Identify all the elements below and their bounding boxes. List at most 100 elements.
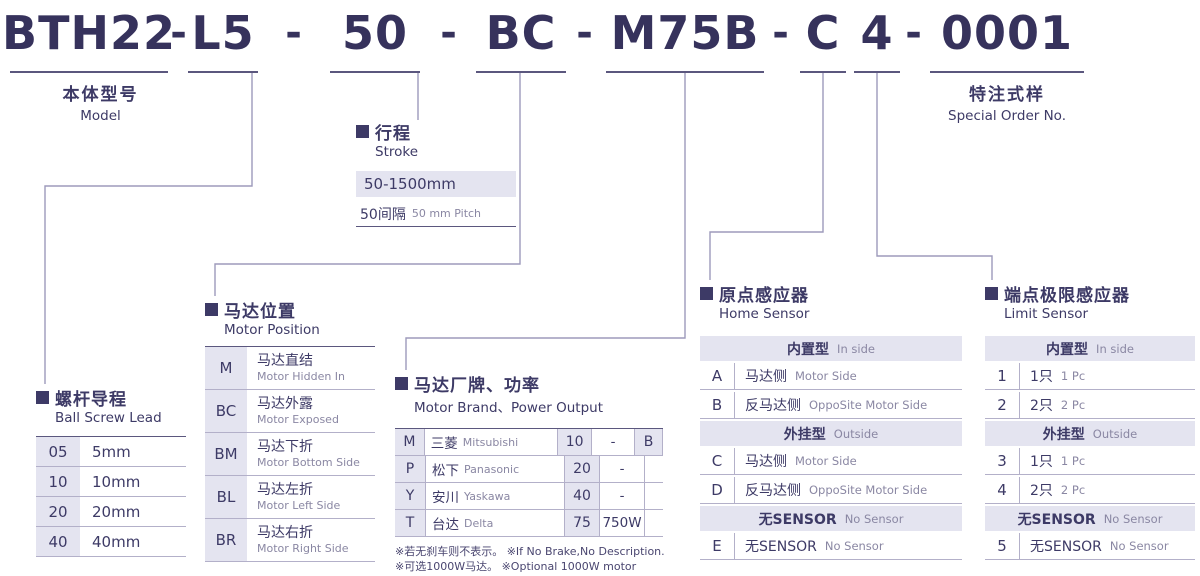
home-sensor-section: 原点感应器 Home Sensor 内置型 In side A 马达侧 Moto… <box>700 282 962 562</box>
value-en: Motor Side <box>795 454 857 468</box>
sensor-row: C 马达侧 Motor Side <box>700 448 962 475</box>
ball-screw-table: 05 5mm 10 10mm 20 20mm 40 40mm <box>36 436 186 557</box>
group-en: In side <box>837 341 875 356</box>
value-cell: 40mm <box>92 532 141 551</box>
motor-brand-title-en: Motor Brand、Power Output <box>414 400 604 416</box>
segment-underline <box>854 71 900 73</box>
motor-brand-section: 马达厂牌、功率 Motor Brand、Power Output M 三菱 Mi… <box>395 372 665 574</box>
connector-home-sensor <box>709 72 824 280</box>
code-cell: B <box>700 392 735 418</box>
segment-underline <box>330 71 420 73</box>
value-zh: 马达下折 <box>257 439 313 455</box>
sensor-row: D 反马达侧 OppoSite Motor Side <box>700 477 962 504</box>
value-zh: 马达侧 <box>745 369 787 385</box>
brand-en: Mitsubishi <box>462 435 519 449</box>
brand-code-cell: Y <box>395 483 426 509</box>
sensor-row: B 反马达侧 OppoSite Motor Side <box>700 392 962 419</box>
power-code-cell: 10 <box>558 429 592 455</box>
motor-brand-table: M 三菱 Mitsubishi 10 - B P 松下 Panasonic 20… <box>395 428 663 537</box>
limit-sensor-section: 端点极限感应器 Limit Sensor 内置型 In side 1 1只 1 … <box>985 282 1195 562</box>
model-segment-limit-sensor: 4 <box>860 6 894 60</box>
power-code-cell: 40 <box>565 483 600 509</box>
model-segment-motor-position: BC <box>485 6 557 60</box>
brand-en: Yaskawa <box>464 489 511 503</box>
value-cell: 5mm <box>92 442 131 461</box>
special-order-label: 特注式样 Special Order No. <box>922 80 1092 124</box>
motor-position-title: 马达位置 <box>205 298 375 322</box>
value-zh: 2只 <box>1030 398 1053 414</box>
home-sensor-title: 原点感应器 <box>700 282 962 306</box>
code-cell: A <box>700 363 735 389</box>
model-separator: - <box>772 10 790 56</box>
motor-brand-title-zh: 马达厂牌、功率 <box>414 375 540 396</box>
model-label-zh: 本体型号 <box>62 85 139 105</box>
code-cell: BM <box>205 433 249 475</box>
segment-underline <box>476 71 566 73</box>
sensor-row: A 马达侧 Motor Side <box>700 363 962 390</box>
code-cell: 3 <box>985 448 1020 474</box>
value-cell: 10mm <box>92 472 141 491</box>
value-cell: 20mm <box>92 502 141 521</box>
ball-screw-title-zh: 螺杆导程 <box>55 389 127 410</box>
value-cell: 马达直结 Motor Hidden In <box>249 347 345 389</box>
bullet-square-icon <box>985 286 998 300</box>
code-cell: 05 <box>36 437 82 466</box>
brand-en: Panasonic <box>464 462 520 476</box>
brand-name-cell: 台达 Delta <box>426 510 565 536</box>
limit-sensor-title: 端点极限感应器 <box>985 282 1195 306</box>
code-cell: 1 <box>985 363 1020 389</box>
value-en: Motor Left Side <box>257 499 341 512</box>
brand-name-cell: 松下 Panasonic <box>426 456 565 482</box>
note-line: ※若无刹车则不表示。 ※If No Brake,No Description. <box>395 545 665 558</box>
power-value-cell: - <box>592 429 636 455</box>
table-row: 20 20mm <box>36 497 186 527</box>
value-en: 2 Pc <box>1060 398 1086 412</box>
motor-brand-title: 马达厂牌、功率 <box>395 372 665 396</box>
group-header: 无SENSOR No Sensor <box>985 506 1195 531</box>
code-cell: 20 <box>36 497 82 526</box>
value-zh: 反马达侧 <box>745 398 801 414</box>
value-cell: 马达右折 Motor Right Side <box>249 519 349 561</box>
group-header: 外挂型 Outside <box>985 421 1195 446</box>
table-row: BL 马达左折 Motor Left Side <box>205 476 375 519</box>
brand-code-cell: T <box>395 510 426 536</box>
table-row: BC 马达外露 Motor Exposed <box>205 390 375 433</box>
value-en: 2 Pc <box>1060 483 1086 497</box>
value-en: Motor Exposed <box>257 413 339 426</box>
model-separator: - <box>285 10 303 56</box>
code-cell: 40 <box>36 527 82 556</box>
value-zh: 马达侧 <box>745 454 787 470</box>
sensor-row: 1 1只 1 Pc <box>985 363 1195 390</box>
motor-position-title-en: Motor Position <box>224 322 320 338</box>
bullet-square-icon <box>700 286 713 300</box>
sensor-row: 4 2只 2 Pc <box>985 477 1195 504</box>
stroke-range: 50-1500mm <box>356 171 516 197</box>
model-segment-body: BTH22 <box>2 6 176 60</box>
group-zh: 内置型 <box>787 341 830 358</box>
model-separator: - <box>440 10 458 56</box>
value-en: OppoSite Motor Side <box>809 483 928 497</box>
value-en: Motor Bottom Side <box>257 456 360 469</box>
table-row: P 松下 Panasonic 20 - <box>395 456 663 483</box>
value-zh: 马达左折 <box>257 482 313 498</box>
home-sensor-title-en: Home Sensor <box>719 306 810 322</box>
special-order-label-zh: 特注式样 <box>969 85 1045 105</box>
group-zh: 外挂型 <box>783 426 826 443</box>
table-row: 05 5mm <box>36 437 186 467</box>
value-en: No Sensor <box>1109 539 1169 553</box>
group-en: No Sensor <box>1103 511 1163 526</box>
brand-name-cell: 三菱 Mitsubishi <box>425 429 559 455</box>
code-cell: 4 <box>985 477 1020 503</box>
model-separator: - <box>905 10 923 56</box>
model-segment-home-sensor: C <box>805 6 841 60</box>
group-en: Outside <box>1092 426 1138 441</box>
stroke-title-en: Stroke <box>375 144 419 160</box>
code-cell: BC <box>205 390 249 432</box>
group-header: 内置型 In side <box>700 336 962 361</box>
stroke-pitch-en: 50 mm Pitch <box>411 207 482 220</box>
code-cell: C <box>700 448 735 474</box>
table-row: Y 安川 Yaskawa 40 - <box>395 483 663 510</box>
group-header: 无SENSOR No Sensor <box>700 506 962 531</box>
sensor-row: E 无SENSOR No Sensor <box>700 533 962 560</box>
